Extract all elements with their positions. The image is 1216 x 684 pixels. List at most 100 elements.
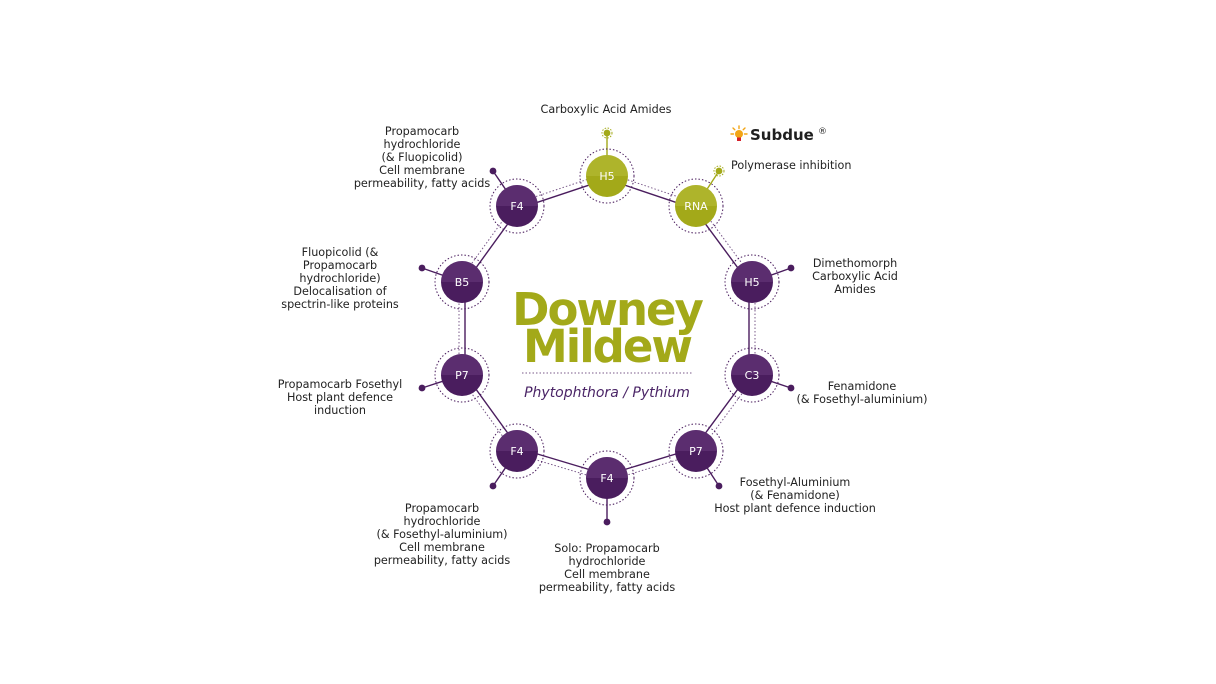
- node-label: P7: [455, 369, 469, 382]
- leader-end-dot: [489, 167, 497, 175]
- node-f4-lower-left: F4: [489, 423, 545, 479]
- node-highlight: [441, 354, 483, 375]
- description-line: Propamocarb: [405, 502, 479, 515]
- description-line: Host plant defence induction: [714, 502, 876, 515]
- node-label: C3: [745, 369, 760, 382]
- description-line: Solo: Propamocarb: [554, 542, 659, 555]
- node-dotted-ring: [668, 423, 724, 479]
- description-line: (& Fluopicolid): [381, 151, 462, 164]
- description-line: permeability, fatty acids: [354, 177, 491, 190]
- description-line: induction: [314, 404, 366, 417]
- node-h5-top: H5: [579, 148, 635, 204]
- subdue-logo: Subdue ®: [730, 125, 827, 144]
- leader-end-dot: [787, 384, 795, 392]
- node-highlight: [441, 261, 483, 282]
- node-dotted-ring: [579, 450, 635, 506]
- node-f4-top-left: F4: [489, 178, 545, 234]
- node-dotted-ring: [434, 347, 490, 403]
- brand-name: Subdue: [750, 126, 814, 144]
- node-f4-bottom: F4: [579, 450, 635, 506]
- node-highlight: [496, 430, 538, 451]
- description-line: hydrochloride: [404, 515, 481, 528]
- description-line: permeability, fatty acids: [539, 581, 676, 594]
- leader-end-dot: [489, 482, 497, 490]
- description-line: (& Fosethyl-aluminium): [796, 393, 927, 406]
- brand-registered-mark: ®: [818, 127, 827, 137]
- node-highlight: [731, 261, 773, 282]
- node-description: Polymerase inhibition: [731, 159, 851, 172]
- description-line: hydrochloride): [299, 272, 380, 285]
- node-p7-left: P7: [434, 347, 490, 403]
- leader-end-dot: [715, 167, 723, 175]
- description-line: (& Fenamidone): [750, 489, 840, 502]
- description-line: Propamocarb: [303, 259, 377, 272]
- description-line: Carboxylic Acid Amides: [541, 103, 672, 116]
- leader-end-ring: [601, 127, 613, 139]
- node-highlight: [586, 457, 628, 478]
- node-label: F4: [600, 472, 613, 485]
- node-label: P7: [689, 445, 703, 458]
- node-label: RNA: [684, 200, 708, 213]
- description-line: Fosethyl-Aluminium: [740, 476, 851, 489]
- center-title: Downey Mildew Phytophthora / Pythium: [512, 283, 705, 401]
- node-dotted-ring: [724, 347, 780, 403]
- description-line: Fenamidone: [828, 380, 897, 393]
- description-line: Propamocarb: [385, 125, 459, 138]
- node-dotted-ring: [434, 254, 490, 310]
- node-dotted-ring: [489, 423, 545, 479]
- node-label: H5: [599, 170, 614, 183]
- description-line: Fluopicolid (&: [302, 246, 379, 259]
- node-description: Fosethyl-Aluminium(& Fenamidone)Host pla…: [714, 476, 876, 515]
- leader-end-dot: [787, 264, 795, 272]
- description-line: Dimethomorph: [813, 257, 897, 270]
- node-b5: B5: [434, 254, 490, 310]
- node-description: Carboxylic Acid Amides: [541, 103, 672, 116]
- node-label: H5: [744, 276, 759, 289]
- sun-lightbulb-icon: [730, 125, 748, 141]
- node-highlight: [675, 185, 717, 206]
- description-line: Host plant defence: [287, 391, 393, 404]
- description-line: Polymerase inhibition: [731, 159, 851, 172]
- node-label: B5: [455, 276, 470, 289]
- node-rna: RNA: [668, 178, 724, 234]
- title-line-2: Mildew: [523, 320, 692, 373]
- subtitle: Phytophthora / Pythium: [524, 385, 690, 401]
- description-line: Amides: [834, 283, 876, 296]
- node-highlight: [496, 185, 538, 206]
- node-highlight: [731, 354, 773, 375]
- node-c3: C3: [724, 347, 780, 403]
- description-line: (& Fosethyl-aluminium): [376, 528, 507, 541]
- description-line: Cell membrane: [379, 164, 465, 177]
- description-line: spectrin-like proteins: [281, 298, 399, 311]
- node-label: F4: [510, 200, 523, 213]
- leader-end-dot: [715, 482, 723, 490]
- leader-end-dot: [418, 264, 426, 272]
- node-h5-right: H5: [724, 254, 780, 310]
- leader-end-dot: [418, 384, 426, 392]
- description-line: permeability, fatty acids: [374, 554, 511, 567]
- leader-end-dot: [603, 129, 611, 137]
- node-highlight: [586, 155, 628, 176]
- leader-end-dot: [603, 518, 611, 526]
- node-dotted-ring: [579, 148, 635, 204]
- title-line-1: Downey: [512, 283, 703, 336]
- node-highlight: [675, 430, 717, 451]
- description-line: Cell membrane: [564, 568, 650, 581]
- description-line: hydrochloride: [384, 138, 461, 151]
- description-line: Carboxylic Acid: [812, 270, 898, 283]
- description-line: hydrochloride: [569, 555, 646, 568]
- node-dotted-ring: [668, 178, 724, 234]
- leader-end-ring: [713, 165, 725, 177]
- node-dotted-ring: [489, 178, 545, 234]
- description-line: Cell membrane: [399, 541, 485, 554]
- node-label: F4: [510, 445, 523, 458]
